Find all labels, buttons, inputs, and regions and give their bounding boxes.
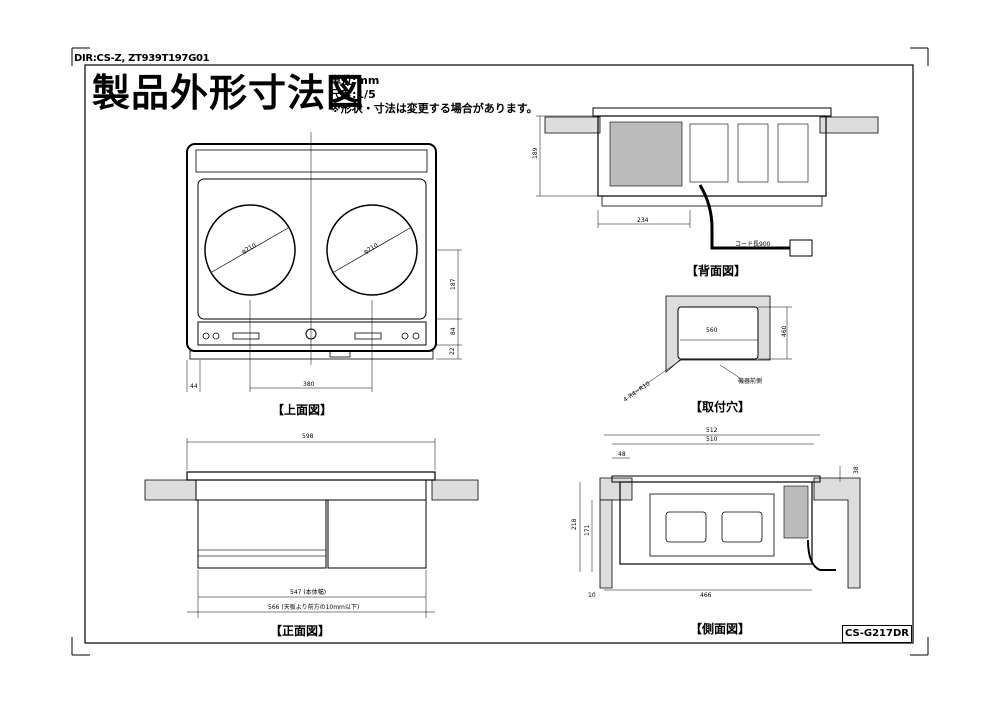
- model-number: CS-G217DR: [842, 625, 912, 643]
- hole-front-label: 機器前側: [738, 377, 762, 385]
- page-title: 製品外形寸法図: [92, 71, 366, 115]
- hole-width-dim: 560: [706, 327, 718, 334]
- drawing-frame: [84, 64, 914, 644]
- side-top-dim: 48: [618, 451, 626, 458]
- side-height-1-dim: 218: [571, 518, 578, 530]
- hole-height-dim: 460: [781, 325, 788, 337]
- side-total-dim: 512: [706, 427, 718, 434]
- back-view-dims: 189 234 コード長900: [532, 147, 771, 248]
- left-offset-dim: 44: [190, 383, 198, 390]
- side-inner-dim: 510: [706, 436, 718, 443]
- front-view-dims: 598 547 (本体幅) 566 (天板より前方の10mm以下): [268, 433, 359, 611]
- front-bottom-dim: 566 (天板より前方の10mm以下): [268, 603, 359, 611]
- side-view-caption: 【側面図】: [690, 622, 751, 636]
- cord-length-dim: コード長900: [735, 241, 771, 248]
- side-bottom-left-dim: 10: [588, 592, 596, 599]
- side-view-dims: 512 510 48 218 171 38 10 466: [571, 427, 860, 599]
- unit-note: 単位:mm: [330, 74, 380, 87]
- side-bottom-dim: 466: [700, 592, 712, 599]
- change-note: ※形状・寸法は変更する場合があります。: [330, 102, 538, 115]
- right-dim-1: 187: [450, 278, 457, 290]
- right-dim-3: 22: [449, 347, 456, 355]
- top-view: [186, 132, 462, 392]
- side-height-2-dim: 171: [584, 524, 591, 536]
- side-right-dim: 38: [853, 466, 860, 474]
- front-inner-dim: 547 (本体幅): [290, 588, 326, 596]
- center-span-dim: 380: [303, 381, 315, 388]
- top-view-caption: 【上面図】: [272, 403, 333, 417]
- burner-left-dim: φ210: [241, 242, 258, 256]
- top-view-dims: φ210 φ210 44 380 187 84 22: [190, 242, 457, 390]
- crop-marks: [71, 47, 929, 656]
- side-view: [579, 434, 861, 591]
- back-height-dim: 189: [532, 147, 539, 159]
- mounting-hole-view: [629, 295, 792, 396]
- document-code: DIR:CS-Z, ZT939T197G01: [74, 53, 210, 64]
- front-view: [144, 438, 479, 618]
- hole-radius-dim: 4-R4~R10: [622, 380, 651, 404]
- back-width-dim: 234: [637, 217, 649, 224]
- front-total-dim: 598: [302, 433, 314, 440]
- mounting-hole-caption: 【取付穴】: [690, 400, 751, 414]
- right-dim-2: 84: [450, 327, 457, 335]
- scale-note: 尺度:1/5: [330, 88, 376, 101]
- burner-right-dim: φ210: [363, 242, 380, 256]
- back-view: [536, 107, 879, 257]
- front-view-caption: 【正面図】: [270, 624, 331, 638]
- back-view-caption: 【背面図】: [686, 264, 747, 278]
